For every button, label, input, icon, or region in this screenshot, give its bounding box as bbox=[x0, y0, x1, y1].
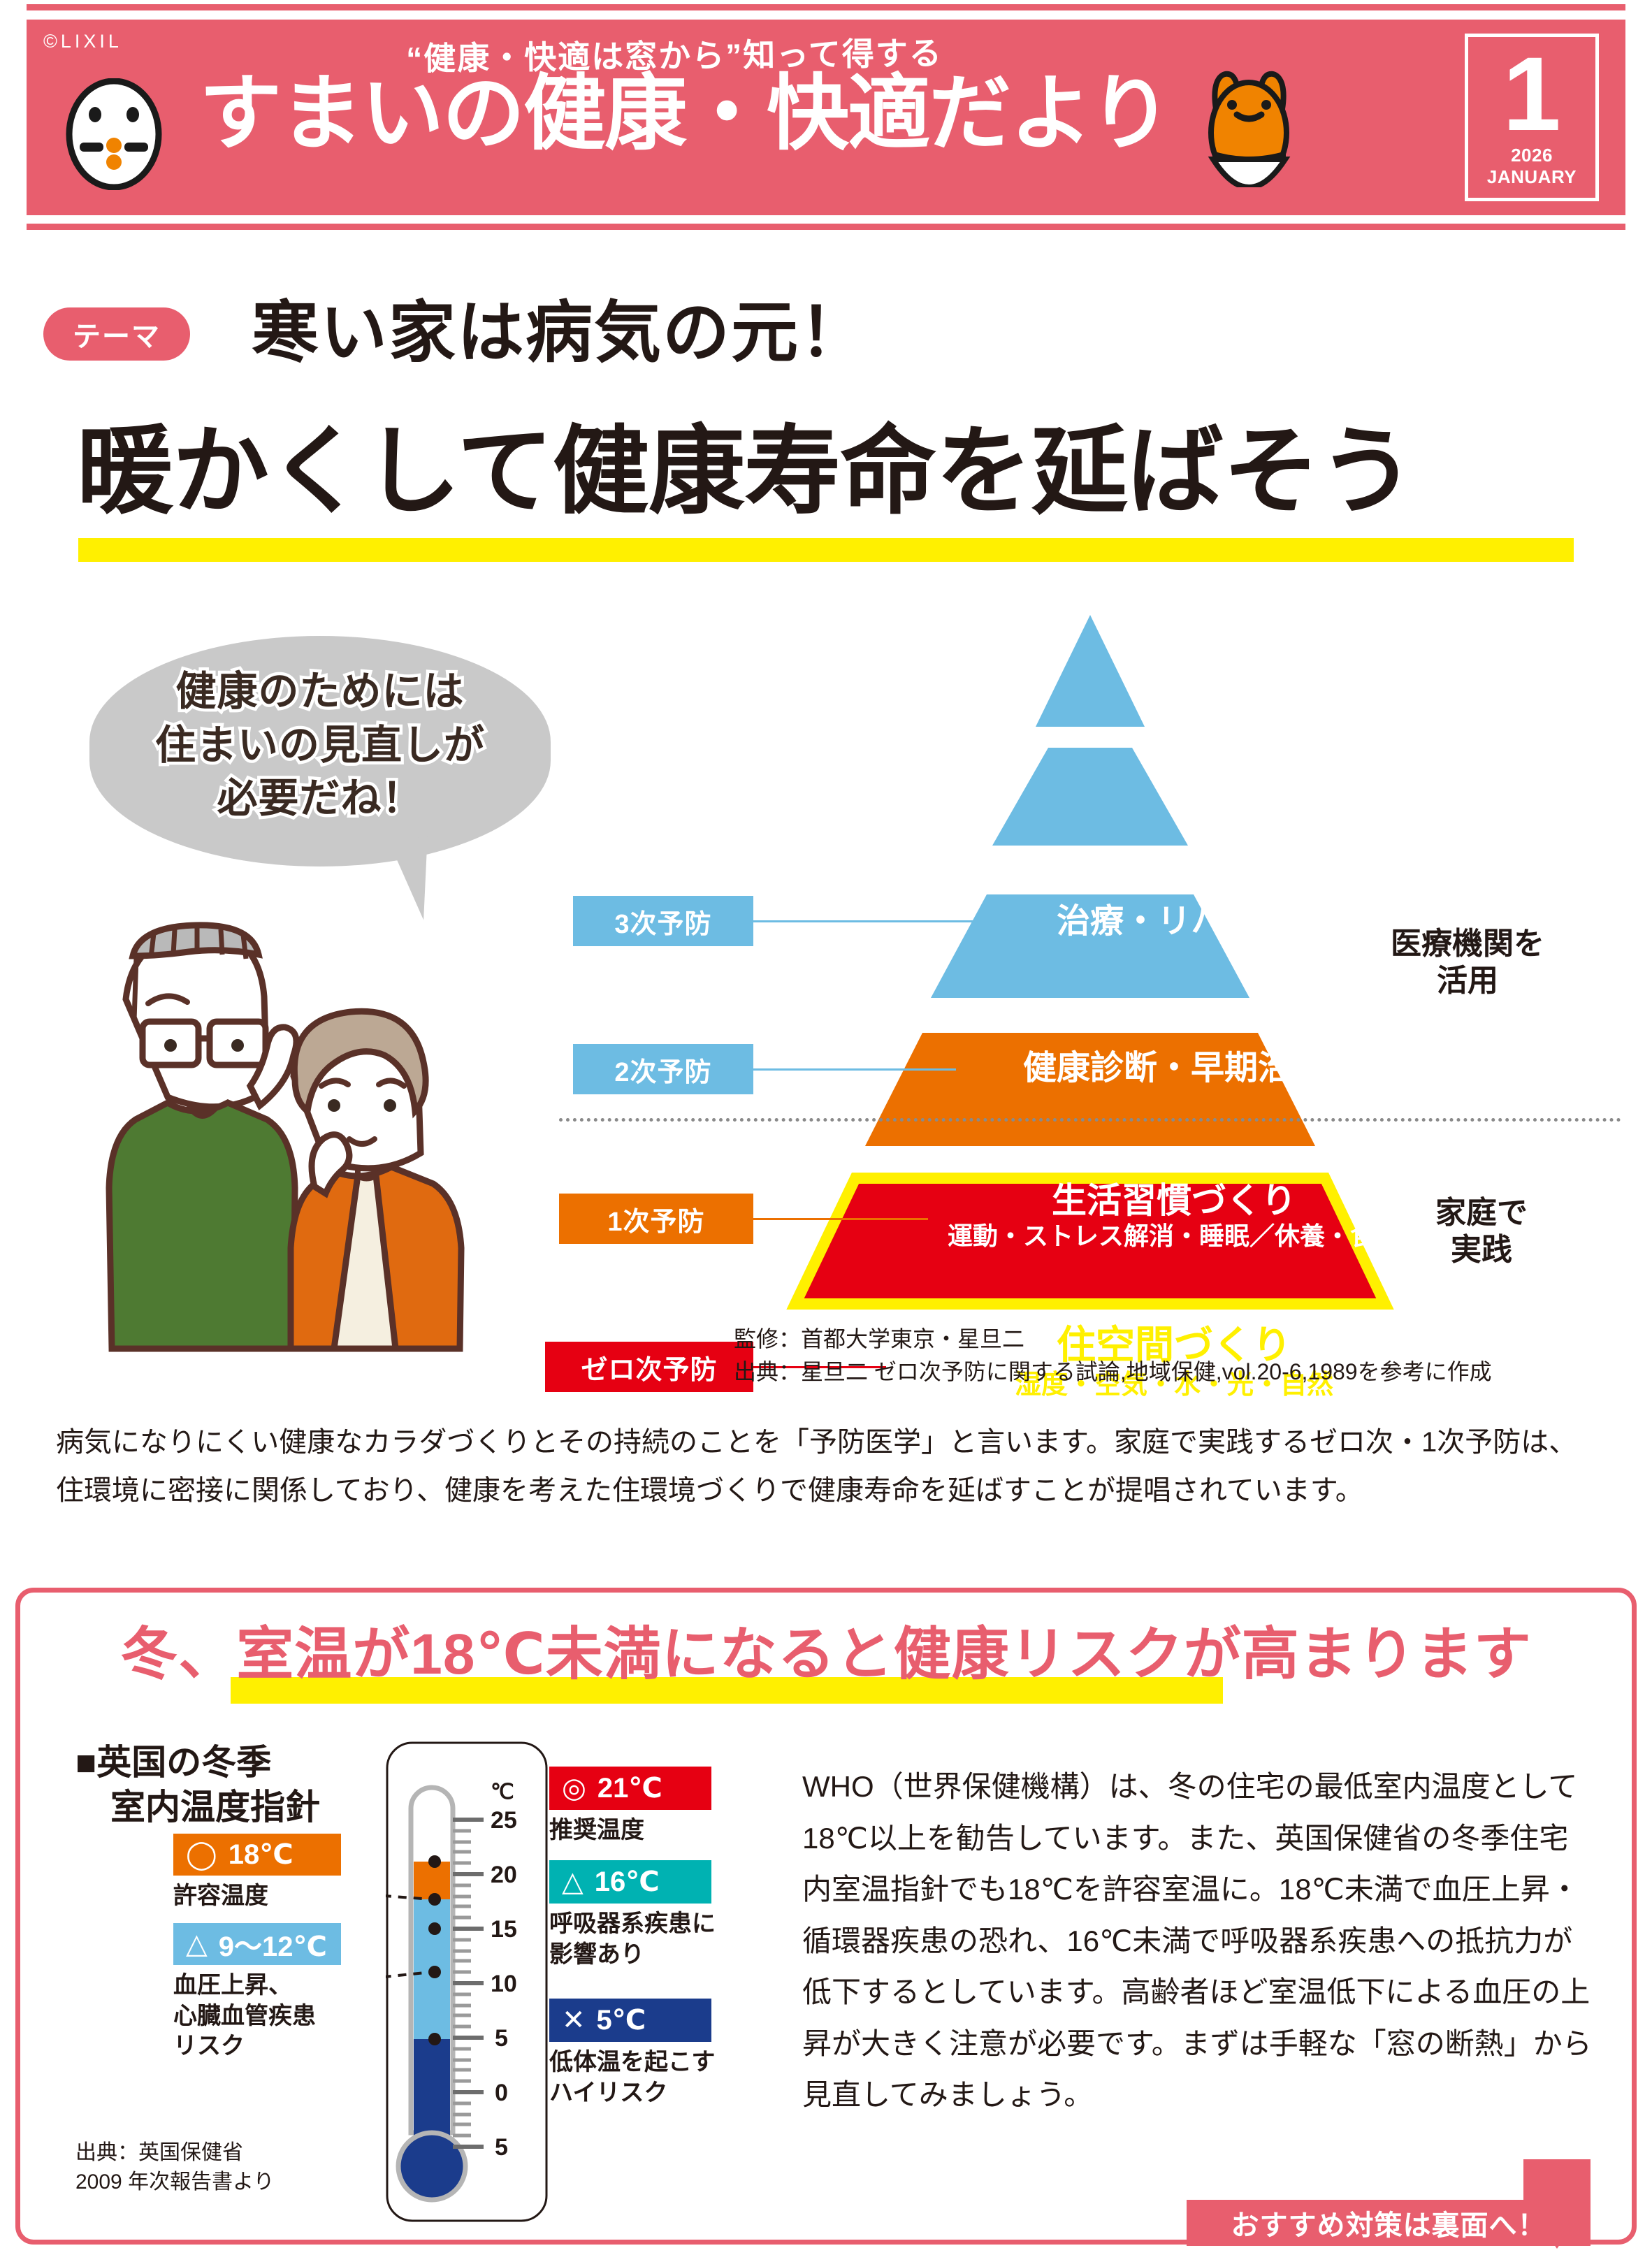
marker-caption-9-12c-line1: 血圧上昇、 bbox=[173, 1972, 292, 1999]
svg-text:5: 5 bbox=[495, 2134, 508, 2161]
marker-caption-9-12c: 血圧上昇、 心臓血管疾患 リスク bbox=[173, 1971, 383, 2062]
month-badge: 1 2026 JANUARY bbox=[1465, 34, 1599, 201]
side-note-medical-line1: 医療機関を bbox=[1391, 927, 1544, 961]
pyramid-source-2: 出典：星旦二 ゼロ次予防に関する試論,地域保健,vol.20-6,1989を参考… bbox=[734, 1359, 1492, 1384]
tier-leader-2 bbox=[753, 1068, 956, 1071]
speech-line-1: 健康のためには bbox=[173, 666, 467, 718]
thermometer-heading-line1: ■英国の冬季 bbox=[75, 1743, 272, 1782]
tier-label-2: 健康診断・早期治療 bbox=[1022, 1050, 1325, 1087]
triangle-mark-icon-right: △ bbox=[562, 1866, 584, 1897]
svg-text:15: 15 bbox=[491, 1916, 517, 1943]
marker-caption-21c-line1: 推奨温度 bbox=[549, 1817, 644, 1843]
svg-text:20: 20 bbox=[491, 1862, 517, 1888]
tier-sublabel-zero: 湿度・空気・水・光・自然 bbox=[1014, 1370, 1333, 1400]
pyramid-divider bbox=[559, 1118, 1621, 1122]
thermometer-source-line1: 出典：英国保健省 bbox=[75, 2141, 243, 2164]
marker-caption-16c-line1: 呼吸器系疾患に bbox=[549, 1911, 716, 1937]
cross-mark-icon: ✕ bbox=[562, 2005, 586, 2036]
tier-sublabel-1: 運動・ストレス解消・睡眠／休養・食事 bbox=[947, 1221, 1400, 1250]
tier-label-3: 治療・リハビリ bbox=[1056, 903, 1291, 940]
marker-value-5c: 5℃ bbox=[596, 2005, 646, 2036]
header-title: すまいの健康・快適だより bbox=[199, 68, 1172, 160]
speech-bubble-text: 健康のためには 住まいの見直しが 必要だね！ bbox=[89, 665, 551, 826]
tier-label-1: 生活習慣づくり bbox=[1052, 1181, 1296, 1220]
marker-caption-5c-line1: 低体温を起こす bbox=[549, 2049, 716, 2075]
marker-value-21c: 21℃ bbox=[597, 1773, 662, 1804]
triangle-mark-icon: △ bbox=[186, 1929, 208, 1959]
tier-leader-3 bbox=[753, 920, 1026, 922]
frog-mascot-icon bbox=[1188, 68, 1310, 190]
svg-text:℃: ℃ bbox=[491, 1781, 514, 1804]
marker-caption-5c-line2: ハイリスク bbox=[549, 2079, 668, 2106]
tier-label-zero: 住空間づくり bbox=[1057, 1323, 1291, 1367]
pyramid-source-1: 監修：首都大学東京・星旦二 bbox=[734, 1326, 1025, 1351]
header-top-rule bbox=[27, 4, 1625, 10]
side-note-home-line1: 家庭で bbox=[1435, 1196, 1528, 1230]
back-side-ribbon[interactable]: おすすめ対策は裏面へ！ bbox=[1187, 2200, 1591, 2246]
elderly-couple-illustration bbox=[84, 860, 517, 1363]
panel-title: 冬、室温が18℃未満になると健康リスクが高まります bbox=[120, 1623, 1532, 1686]
body-paragraph: 病気になりにくい健康なカラダづくりとその持続のことを「予防医学」と言います。家庭… bbox=[56, 1427, 1577, 1506]
side-note-medical: 医療機関を 活用 bbox=[1363, 926, 1572, 1000]
lixil-logo: ©LIXIL bbox=[43, 31, 122, 52]
month-number: 1 bbox=[1502, 35, 1561, 152]
svg-text:10: 10 bbox=[491, 1971, 517, 1997]
marker-caption-5c: 低体温を起こす ハイリスク bbox=[549, 2047, 787, 2108]
marker-caption-21c: 推奨温度 bbox=[549, 1815, 787, 1846]
tier-leader-1 bbox=[753, 1218, 928, 1220]
side-note-home: 家庭で 実践 bbox=[1384, 1195, 1579, 1269]
marker-chip-9-12c: △ 9〜12℃ bbox=[173, 1923, 341, 1965]
tier-leader-zero bbox=[753, 1366, 886, 1368]
thermometer-source: 出典：英国保健省 2009 年次報告書より bbox=[75, 2138, 274, 2197]
thermometer-graphic: ℃ 25 20 15 10 5 0 5 bbox=[336, 1741, 548, 2222]
panel-title-highlight bbox=[231, 1677, 1223, 1704]
thermometer-heading-line2: 室内温度指針 bbox=[75, 1788, 320, 1827]
theme-highlight-bar bbox=[78, 538, 1574, 562]
month-label: 2026 JANUARY bbox=[1486, 145, 1577, 187]
marker-caption-18c: 許容温度 bbox=[173, 1881, 383, 1912]
marker-caption-16c-line2: 影響あり bbox=[549, 1941, 644, 1968]
marker-value-18c: 18℃ bbox=[228, 1839, 294, 1870]
side-note-home-line2: 実践 bbox=[1451, 1232, 1512, 1267]
speech-line-2: 住まいの見直しが bbox=[152, 719, 487, 771]
who-paragraph: WHO（世界保健機構）は、冬の住宅の最低室内温度として18℃以上を勧告しています… bbox=[802, 1770, 1592, 2111]
tier-tag-1: 1次予防 bbox=[559, 1194, 753, 1244]
theme-badge: テーマ bbox=[43, 307, 190, 361]
marker-chip-16c: △ 16℃ bbox=[549, 1860, 711, 1904]
marker-caption-9-12c-line2: 心臓血管疾患 bbox=[173, 2002, 316, 2029]
side-note-medical-line2: 活用 bbox=[1437, 963, 1498, 998]
header-bottom-rule bbox=[27, 224, 1625, 230]
marker-caption-18c-line1: 許容温度 bbox=[173, 1883, 268, 1909]
marker-chip-18c: ◯ 18℃ bbox=[173, 1834, 341, 1876]
svg-text:25: 25 bbox=[491, 1807, 517, 1834]
speech-bubble bbox=[89, 636, 551, 867]
header-band bbox=[27, 20, 1625, 215]
prevention-pyramid bbox=[559, 615, 1621, 1356]
svg-text:0: 0 bbox=[495, 2080, 508, 2106]
speech-line-3: 必要だね！ bbox=[214, 773, 426, 825]
marker-caption-9-12c-line3: リスク bbox=[173, 2033, 245, 2060]
thermometer-heading: ■英国の冬季 室内温度指針 bbox=[75, 1740, 439, 1829]
circle-mark-icon: ◯ bbox=[186, 1839, 217, 1870]
tier-tag-3: 3次予防 bbox=[573, 896, 753, 946]
theme-title-line2: 暖かくして健康寿命を延ばそう bbox=[77, 418, 1415, 525]
theme-title-line1: 寒い家は病気の元！ bbox=[252, 296, 868, 370]
tier-tag-2: 2次予防 bbox=[573, 1044, 753, 1094]
marker-value-9-12c: 9〜12℃ bbox=[218, 1931, 327, 1962]
marker-caption-16c: 呼吸器系疾患に 影響あり bbox=[549, 1909, 787, 1970]
marker-chip-5c: ✕ 5℃ bbox=[549, 1999, 711, 2042]
chick-mascot-icon bbox=[55, 78, 173, 191]
marker-chip-21c: ◎ 21℃ bbox=[549, 1767, 711, 1810]
svg-text:5: 5 bbox=[495, 2025, 508, 2052]
double-circle-mark-icon: ◎ bbox=[562, 1773, 586, 1804]
tier-tag-zero: ゼロ次予防 bbox=[545, 1342, 753, 1392]
marker-value-16c: 16℃ bbox=[594, 1866, 660, 1897]
thermometer-source-line2: 2009 年次報告書より bbox=[75, 2170, 275, 2194]
